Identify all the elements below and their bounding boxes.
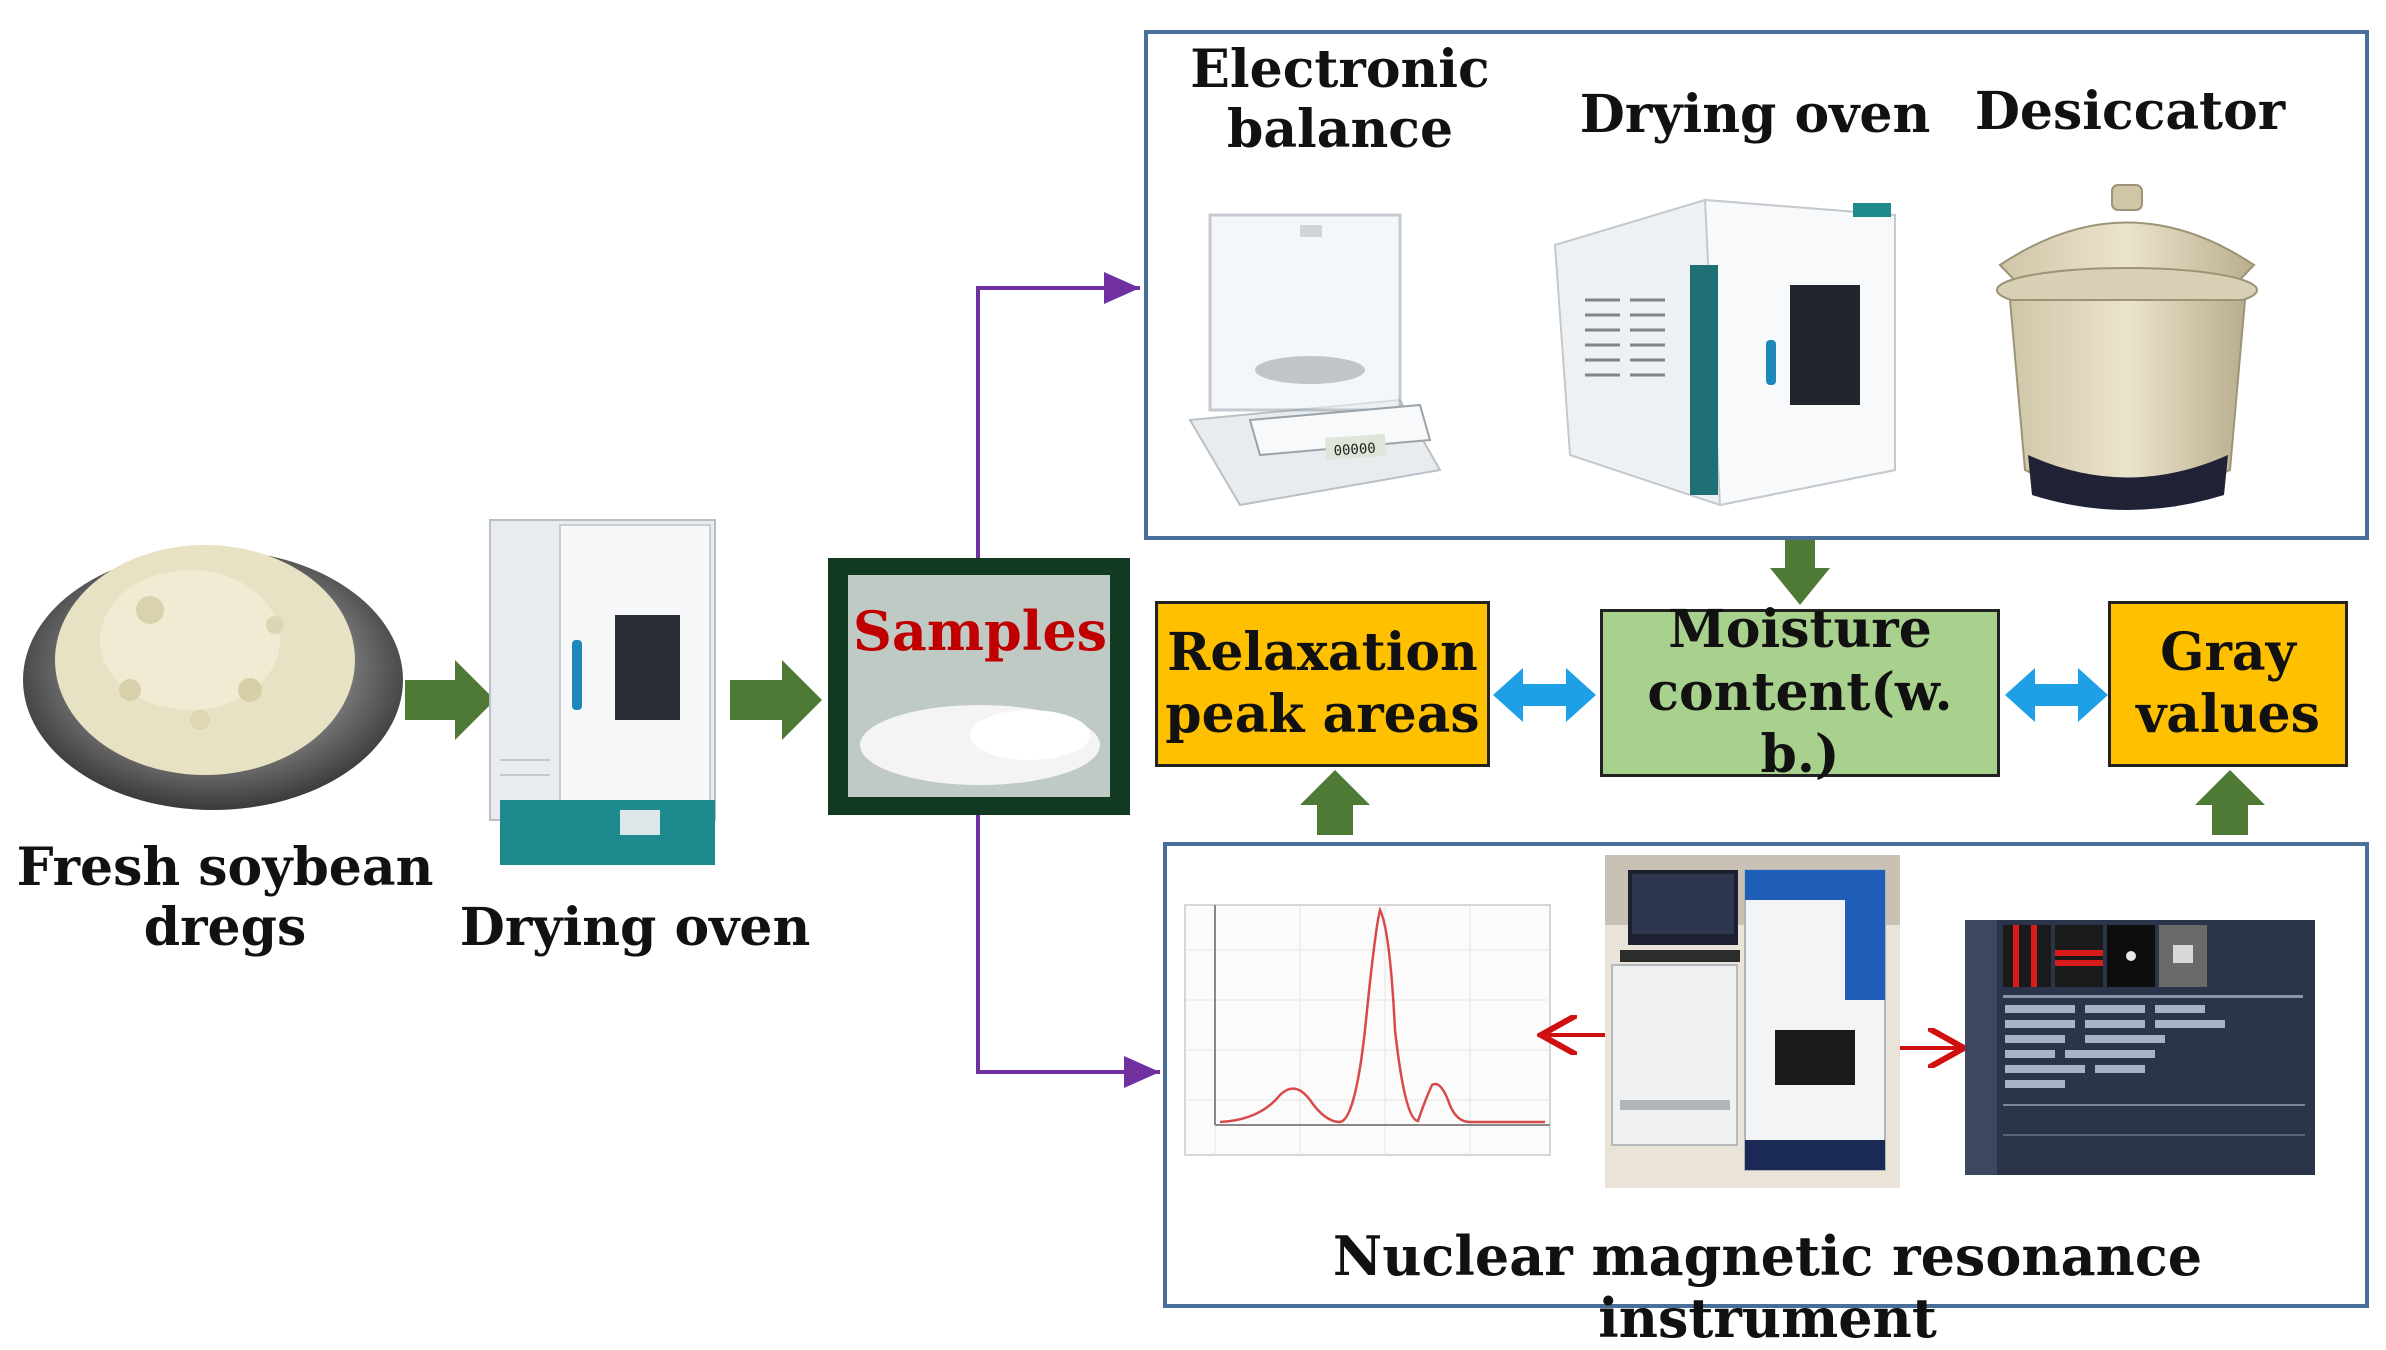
fresh-soybean-label: Fresh soybean dregs [16, 837, 434, 958]
equipment-panel-frame [1144, 30, 2369, 540]
blue-double-arrow-left [1493, 668, 1596, 722]
green-arrow-right-2 [730, 660, 822, 740]
samples-label: Samples [852, 599, 1108, 663]
drying-oven-top-image [1553, 198, 1896, 507]
green-arrow-up-left [1300, 770, 1370, 835]
balance-display-readout: 00000 [1333, 441, 1376, 460]
drying-oven-left-image [489, 519, 716, 865]
desiccator-label: Desiccator [1974, 81, 2286, 142]
nmr-spectrum-image [1184, 904, 1551, 1156]
drying-oven-left-label: Drying oven [459, 897, 811, 958]
nmr-instrument-image [1605, 855, 1900, 1188]
drying-oven-top-label: Drying oven [1579, 84, 1931, 145]
moisture-content-text: Moisture content(w. b.) [1647, 599, 1953, 786]
relaxation-peak-areas-box: Relaxation peak areas [1155, 601, 1490, 767]
electronic-balance-image [1188, 213, 1442, 507]
relaxation-peak-areas-text: Relaxation peak areas [1165, 621, 1480, 745]
purple-connector-top [976, 272, 1140, 558]
purple-connector-bottom [976, 815, 1160, 1088]
green-arrow-right-1 [405, 660, 495, 740]
nmr-instrument-label: Nuclear magnetic resonance instrument [1332, 1224, 2203, 1350]
mri-software-image [1965, 920, 2315, 1175]
moisture-content-box: Moisture content(w. b.) [1600, 599, 2000, 785]
green-arrow-down [1770, 540, 1830, 605]
soybean-dregs-image [23, 545, 403, 810]
electronic-balance-label: Electronic balance [1190, 39, 1490, 160]
desiccator-image [1996, 184, 2258, 510]
nmr-panel-frame [1163, 842, 2369, 1308]
gray-values-box: Gray values [2108, 601, 2348, 767]
samples-bag-image [828, 558, 1130, 815]
gray-values-text: Gray values [2136, 621, 2320, 745]
green-arrow-up-right [2195, 770, 2265, 835]
blue-double-arrow-right [2005, 668, 2108, 722]
